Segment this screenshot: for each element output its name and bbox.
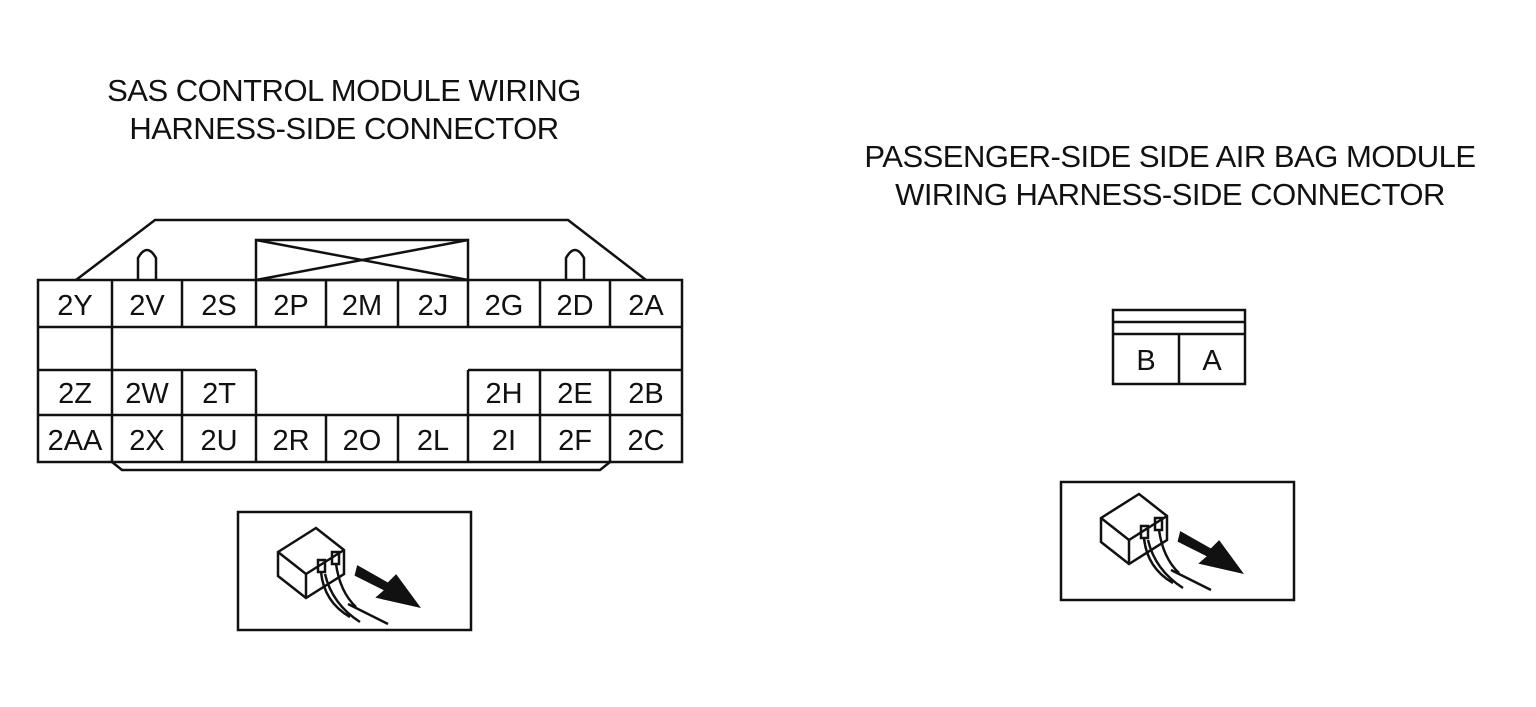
terminal-2m: 2M bbox=[342, 290, 382, 322]
terminal-2c: 2C bbox=[627, 425, 664, 457]
terminal-2y: 2Y bbox=[57, 290, 92, 322]
terminal-2t: 2T bbox=[202, 378, 236, 410]
sas-bottom-skirt bbox=[111, 461, 611, 472]
passenger-connector-title: PASSENGER-SIDE SIDE AIR BAG MODULE WIRIN… bbox=[820, 138, 1520, 214]
terminal-2z: 2Z bbox=[58, 378, 92, 410]
terminal-2w: 2W bbox=[125, 378, 169, 410]
terminal-2d: 2D bbox=[556, 290, 593, 322]
terminal-2p: 2P bbox=[273, 290, 308, 322]
terminal-2u: 2U bbox=[200, 425, 237, 457]
passenger-title-line2: WIRING HARNESS-SIDE CONNECTOR bbox=[895, 177, 1445, 212]
sas-blank-cross-2 bbox=[255, 238, 469, 282]
terminal-2j: 2J bbox=[418, 290, 449, 322]
sas-connector-title: SAS CONTROL MODULE WIRING HARNESS-SIDE C… bbox=[44, 72, 644, 148]
connector-view-arrow-icon bbox=[236, 510, 473, 632]
sas-latch-left bbox=[136, 248, 158, 280]
terminal-2l: 2L bbox=[417, 425, 449, 457]
terminal-2f: 2F bbox=[558, 425, 592, 457]
terminal-2aa: 2AA bbox=[48, 425, 103, 457]
terminal-2g: 2G bbox=[485, 290, 524, 322]
terminal-2e: 2E bbox=[557, 378, 592, 410]
terminal-2h: 2H bbox=[485, 378, 522, 410]
terminal-2v: 2V bbox=[129, 290, 165, 322]
terminal-2r: 2R bbox=[272, 425, 309, 457]
terminal-2a: 2A bbox=[628, 290, 664, 322]
sas-title-line2: HARNESS-SIDE CONNECTOR bbox=[129, 111, 559, 146]
sas-housing-top bbox=[75, 218, 647, 281]
terminal-2o: 2O bbox=[343, 425, 382, 457]
sas-title-line1: SAS CONTROL MODULE WIRING bbox=[107, 73, 581, 108]
terminal-2i: 2I bbox=[492, 425, 516, 457]
terminal-2s: 2S bbox=[201, 290, 236, 322]
passenger-title-line1: PASSENGER-SIDE SIDE AIR BAG MODULE bbox=[864, 139, 1476, 174]
sas-latch-right bbox=[564, 248, 586, 280]
terminal-2b: 2B bbox=[628, 378, 663, 410]
terminal-2x: 2X bbox=[129, 425, 164, 457]
